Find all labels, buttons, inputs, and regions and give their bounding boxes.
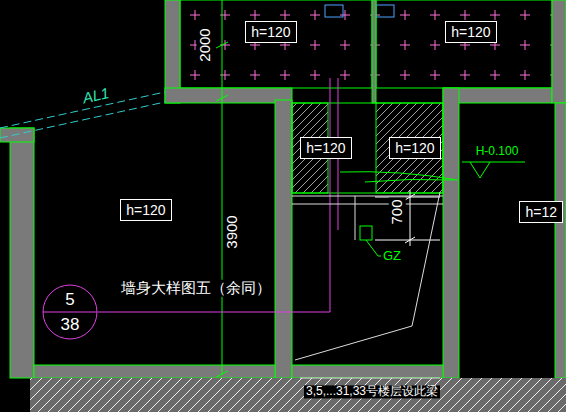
beam-label: AL1 bbox=[79, 85, 112, 108]
slab-fill bbox=[180, 0, 372, 88]
dimension-line bbox=[216, 0, 228, 377]
slab-thickness: h=12 bbox=[525, 204, 557, 220]
note-text: 墙身大样图五（余同） bbox=[119, 280, 273, 297]
sheet-number: 38 bbox=[42, 315, 98, 335]
room-outline bbox=[376, 0, 552, 88]
slab-thickness: h=120 bbox=[395, 140, 434, 156]
slab-thickness: h=120 bbox=[251, 24, 290, 40]
opening-mark bbox=[325, 5, 343, 17]
level-mark bbox=[340, 162, 525, 182]
slab-thickness: h=120 bbox=[126, 202, 165, 218]
leader-line bbox=[98, 78, 338, 312]
dimension-text: 3900 bbox=[224, 213, 241, 250]
room-outline bbox=[180, 0, 372, 88]
note-text: 3,5,...31,33号楼层设此梁 bbox=[304, 385, 440, 398]
dimension-text: 700 bbox=[389, 197, 406, 226]
slab-thickness-box: h=120 bbox=[389, 137, 440, 159]
slab-thickness: h=120 bbox=[451, 24, 490, 40]
beam-hatch bbox=[30, 378, 566, 412]
detail-callout: 538 bbox=[42, 284, 98, 340]
slab-thickness-box: h=120 bbox=[120, 199, 171, 221]
slab-thickness-box: h=120 bbox=[245, 21, 296, 43]
slab-fill bbox=[376, 0, 552, 88]
dimension-text: 2000 bbox=[197, 26, 214, 63]
slab-thickness-box: h=120 bbox=[300, 137, 351, 159]
thin-lines bbox=[292, 192, 443, 378]
walls bbox=[0, 0, 566, 378]
opening-mark bbox=[376, 5, 394, 17]
column-label: GZ bbox=[381, 249, 403, 263]
gz-column bbox=[360, 226, 372, 240]
slab-thickness-box: h=120 bbox=[445, 21, 496, 43]
slab-thickness-box: h=12 bbox=[519, 201, 563, 223]
slab-thickness: h=120 bbox=[306, 140, 345, 156]
level-text: H-0.100 bbox=[474, 145, 521, 158]
detail-number: 5 bbox=[42, 290, 98, 310]
